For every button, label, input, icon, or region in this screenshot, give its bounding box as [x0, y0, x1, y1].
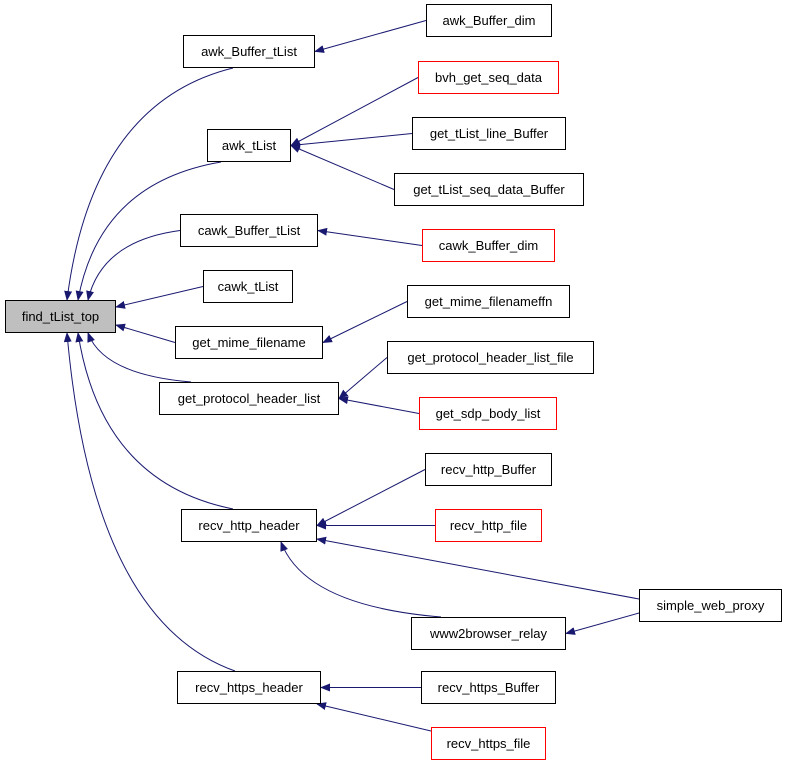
edge-get-mime-filenameffn-to-get-mime-filename — [322, 301, 408, 343]
edge-simple-web-proxy-to-www2browser-relay — [565, 612, 640, 635]
node-recv-http-header[interactable]: recv_http_header — [181, 509, 317, 542]
node-simple-web-proxy[interactable]: simple_web_proxy — [639, 589, 782, 622]
node-get-protocol-header-list-file[interactable]: get_protocol_header_list_file — [387, 341, 594, 374]
edge-get-sdp-body-list-to-get-protocol-header-list — [338, 396, 420, 414]
edge-get-protocol-header-list-to-find-tlist-top — [87, 332, 192, 383]
edge-awk-buffer-tlist-to-find-tlist-top — [64, 67, 234, 301]
node-get-sdp-body-list[interactable]: get_sdp_body_list — [419, 397, 557, 430]
node-find-tlist-top[interactable]: find_tList_top — [5, 300, 116, 333]
node-get-mime-filenameffn[interactable]: get_mime_filenameffn — [407, 285, 570, 318]
node-cawk-buffer-dim[interactable]: cawk_Buffer_dim — [422, 229, 555, 262]
node-recv-https-header[interactable]: recv_https_header — [177, 671, 321, 704]
node-recv-http-file[interactable]: recv_http_file — [435, 509, 542, 542]
edge-cawk-buffer-tlist-to-find-tlist-top — [86, 230, 181, 301]
node-get-tlist-seq-data-buffer[interactable]: get_tList_seq_data_Buffer — [394, 173, 584, 206]
node-recv-https-buffer[interactable]: recv_https_Buffer — [421, 671, 556, 704]
edge-get-tlist-seq-data-buffer-to-awk-tlist — [290, 145, 395, 190]
node-recv-https-file[interactable]: recv_https_file — [431, 727, 546, 760]
node-awk-buffer-dim[interactable]: awk_Buffer_dim — [426, 4, 552, 37]
node-get-tlist-line-buffer[interactable]: get_tList_line_Buffer — [412, 117, 566, 150]
edge-simple-web-proxy-to-recv-http-header — [316, 536, 640, 600]
node-bvh-get-seq-data[interactable]: bvh_get_seq_data — [418, 61, 559, 94]
node-awk-tlist[interactable]: awk_tList — [207, 129, 291, 162]
node-www2browser-relay[interactable]: www2browser_relay — [411, 617, 566, 650]
edge-recv-https-header-to-find-tlist-top — [63, 332, 236, 672]
node-get-mime-filename[interactable]: get_mime_filename — [175, 326, 323, 359]
edge-bvh-get-seq-data-to-awk-tlist — [290, 77, 419, 146]
edge-www2browser-relay-to-recv-http-header — [280, 541, 442, 618]
node-cawk-buffer-tlist[interactable]: cawk_Buffer_tList — [180, 214, 318, 247]
edge-awk-buffer-dim-to-awk-buffer-tlist — [314, 20, 427, 53]
edge-cawk-buffer-dim-to-cawk-buffer-tlist — [317, 227, 423, 246]
edge-recv-http-header-to-find-tlist-top — [75, 332, 234, 510]
edge-get-mime-filename-to-find-tlist-top — [115, 323, 176, 343]
edge-get-protocol-header-list-file-to-get-protocol-header-list — [338, 357, 388, 400]
edge-get-tlist-line-buffer-to-awk-tlist — [290, 133, 413, 149]
edge-awk-tlist-to-find-tlist-top — [75, 161, 222, 301]
edge-recv-https-file-to-recv-https-header — [316, 702, 432, 732]
edge-recv-http-buffer-to-recv-http-header — [316, 469, 426, 526]
node-cawk-tlist[interactable]: cawk_tList — [203, 270, 293, 303]
node-recv-http-buffer[interactable]: recv_http_Buffer — [425, 453, 552, 486]
edge-cawk-tlist-to-find-tlist-top — [115, 286, 204, 309]
node-get-protocol-header-list[interactable]: get_protocol_header_list — [159, 382, 339, 415]
node-awk-buffer-tlist[interactable]: awk_Buffer_tList — [183, 35, 315, 68]
